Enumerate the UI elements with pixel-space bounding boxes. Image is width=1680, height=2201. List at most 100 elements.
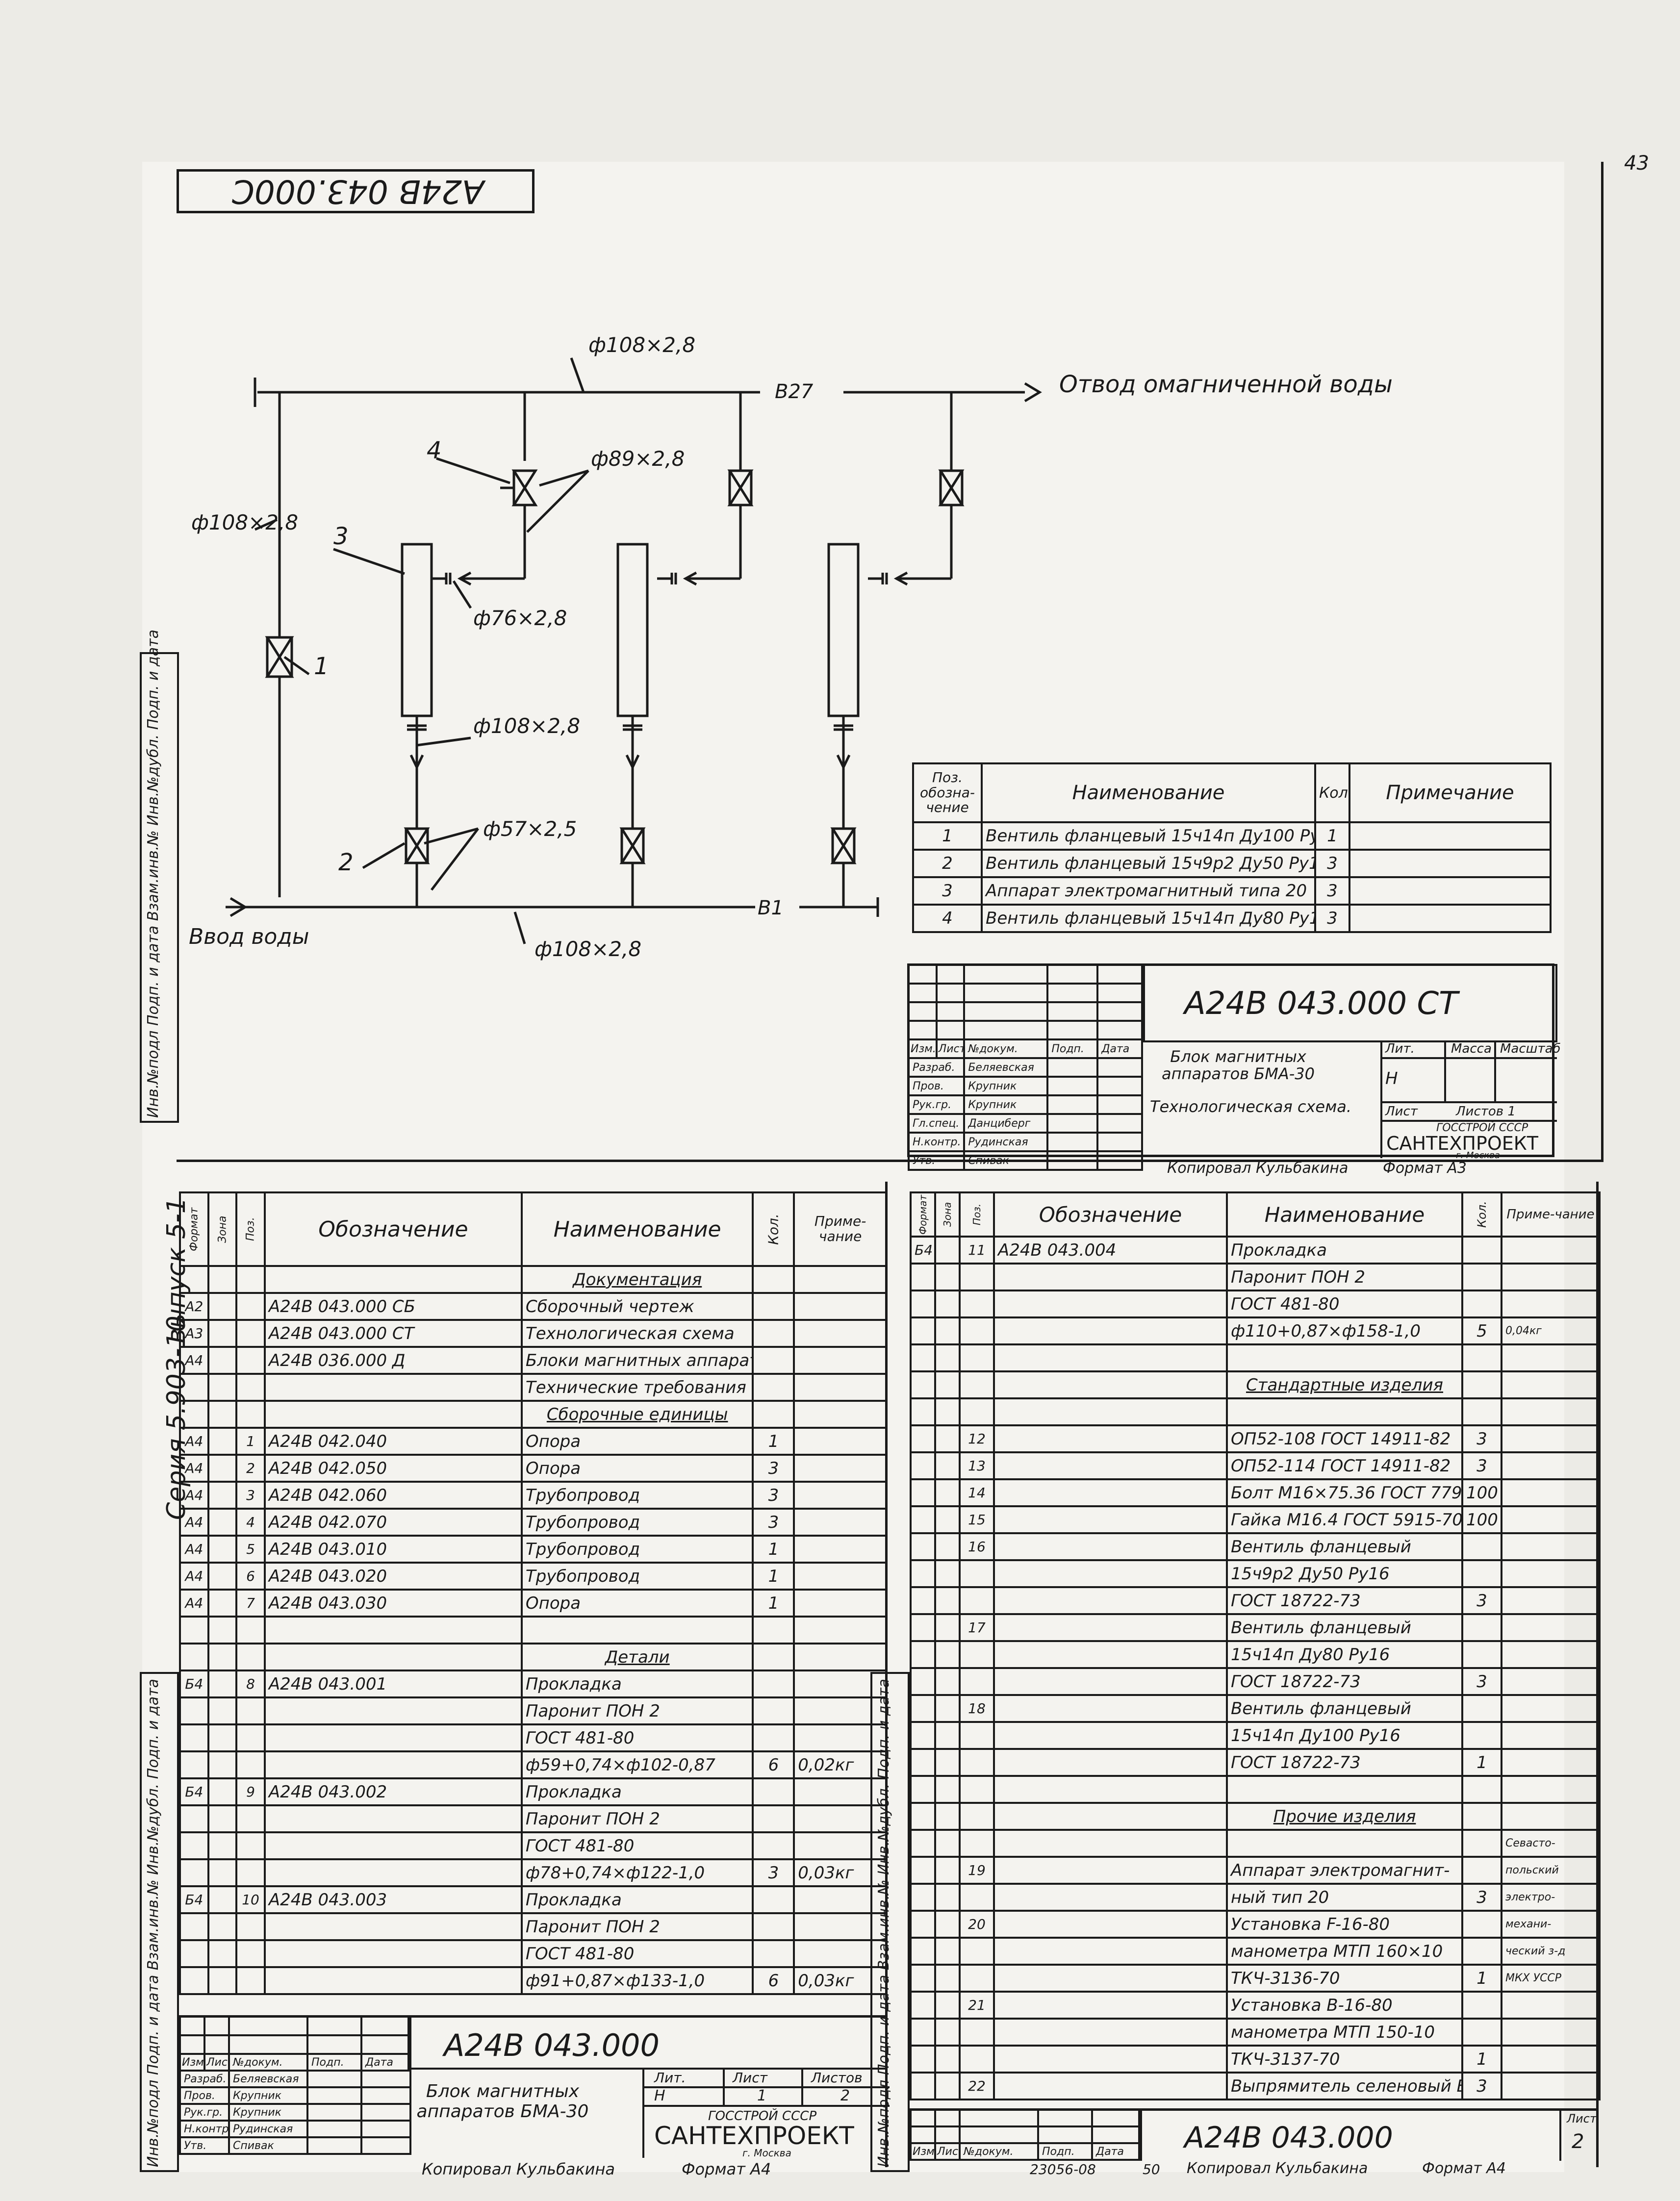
spec-cell-p [235, 1912, 266, 1941]
spec-cell-f [910, 1586, 936, 1615]
spec-cell-name: ГОСТ 481-80 [520, 1939, 754, 1968]
spec-cell-code [993, 1451, 1228, 1480]
spec-cell-p [235, 1346, 266, 1375]
spec-cell-z [934, 1910, 961, 1939]
spec-cell-qty: 3 [1461, 1883, 1502, 1912]
spec-cell-f [179, 1723, 209, 1752]
spec-cell-name: Технологическая схема [520, 1319, 754, 1348]
spec-cell-name: Трубопровод [520, 1535, 754, 1564]
spec-cell-note [1501, 2045, 1601, 2074]
spec-cell-name: Паронит ПОН 2 [520, 1912, 754, 1941]
legend-row: 3 Аппарат электромагнитный типа 20 3 [912, 876, 1552, 906]
spec-cell-p: 22 [959, 2072, 995, 2100]
rotated-code-box [177, 169, 535, 213]
spec-cell-z [207, 1831, 238, 1860]
spec-cell-f [910, 1937, 936, 1966]
spec-cell-p: 15 [959, 1505, 995, 1534]
spec-row: Детали [179, 1643, 888, 1671]
spec-cell-qty [1461, 1721, 1502, 1750]
spec-cell-f [910, 1910, 936, 1939]
spec-cell-p: 1 [235, 1427, 266, 1456]
spec-cell-code: А24В 043.004 [993, 1236, 1228, 1265]
spec-cell-code [263, 1858, 523, 1887]
spec-cell-code [263, 1966, 523, 1995]
position-4: 4 [427, 437, 442, 464]
spec-cell-z [207, 1427, 238, 1456]
bottom-code-left: 23056-08 [1030, 2161, 1096, 2177]
spec-cell-z [934, 1370, 961, 1399]
spec-cell-name: Болт М16×75.36 ГОСТ 7798-70 [1226, 1478, 1463, 1507]
spec-row: манометра МТП 160×10 ческий з-д [910, 1937, 1601, 1966]
spec-cell-f [179, 1750, 209, 1779]
spec-cell-name: Паронит ПОН 2 [1226, 1263, 1463, 1291]
spec-cell-z [207, 1696, 238, 1725]
spec-cell-p: 14 [959, 1478, 995, 1507]
spec-cell-note [793, 1373, 888, 1402]
spec-cell-note [793, 1481, 888, 1510]
spec-cell-code [993, 1316, 1228, 1345]
spec-cell-name [1226, 1397, 1463, 1426]
position-2: 2 [338, 849, 354, 876]
title-block-left-signatures: Изм. Лист №докум. Подп. Дата Разраб.Беля… [179, 2016, 411, 2155]
spec-cell-code [263, 1750, 523, 1779]
spec-cell-note [793, 1643, 888, 1671]
technological-scheme: ф108×2,8 В27 Отвод омагниченной воды ф10… [189, 333, 1393, 961]
spec-cell-code [263, 1723, 523, 1752]
spec-cell-z [934, 1613, 961, 1642]
spec-cell-note: ческий з-д [1501, 1937, 1601, 1966]
spec-cell-code [993, 1613, 1228, 1642]
spec-row: 15ч9р2 Ду50 Ру16 [910, 1559, 1601, 1588]
spec-cell-name: Вентиль фланцевый [1226, 1532, 1463, 1561]
spec-cell-qty: 1 [752, 1589, 795, 1618]
spec-cell-p [959, 1829, 995, 1858]
spec-cell-note [1501, 1775, 1601, 1804]
spec-cell-qty: 1 [1461, 2045, 1502, 2074]
spec-cell-code: А24В 042.060 [263, 1481, 523, 1510]
legend-header-qty: Кол. [1314, 762, 1350, 823]
spec-cell-qty [1461, 1290, 1502, 1318]
spec-cell-note [793, 1427, 888, 1456]
spec-cell-z [207, 1858, 238, 1887]
spec-cell-name [1226, 1343, 1463, 1372]
spec-cell-p: 19 [959, 1856, 995, 1885]
spec-cell-note [1501, 1991, 1601, 2020]
spec-cell-note: польский [1501, 1856, 1601, 1885]
spec-cell-qty [752, 1616, 795, 1644]
spec-cell-qty [1461, 1910, 1502, 1939]
spec-cell-note [793, 1292, 888, 1321]
spec-cell-note [793, 1912, 888, 1941]
spec-cell-code: А24В 043.030 [263, 1589, 523, 1618]
title-block-top-meta: Лит. Масса Масштаб Н Лист Листов 1 ГОССТ… [1380, 1040, 1561, 1161]
spec-cell-name: манометра МТП 160×10 [1226, 1937, 1463, 1966]
spec-cell-note [1501, 1397, 1601, 1426]
spec-cell-f [179, 1831, 209, 1860]
spec-cell-f [910, 1290, 936, 1318]
spec-cell-qty [752, 1373, 795, 1402]
spec-row: манометра МТП 150-10 [910, 2018, 1601, 2047]
spec-cell-code [993, 1964, 1228, 1993]
spec-cell-p: 20 [959, 1910, 995, 1939]
spec-cell-name: Опора [520, 1454, 754, 1483]
spec-cell-p: 18 [959, 1694, 995, 1723]
spec-cell-z [207, 1589, 238, 1618]
spec-cell-qty [752, 1292, 795, 1321]
spec-cell-note [793, 1777, 888, 1806]
spec-cell-name: Выпрямитель селеновый ВСА-6 [1226, 2072, 1463, 2100]
spec-cell-code [993, 1721, 1228, 1750]
spec-cell-f [179, 1804, 209, 1833]
spec-cell-f: А4 [179, 1508, 209, 1537]
spec-cell-z [934, 1748, 961, 1777]
spec-row: ГОСТ 481-80 [179, 1723, 888, 1752]
line-label-bottom: В1 [758, 897, 784, 919]
spec-cell-code [263, 1696, 523, 1725]
spec-cell-qty: 1 [752, 1562, 795, 1591]
spec-cell-code [993, 1937, 1228, 1966]
spec-cell-code [993, 1559, 1228, 1588]
spec-cell-z [207, 1454, 238, 1483]
spec-cell-name: Прокладка [1226, 1236, 1463, 1265]
